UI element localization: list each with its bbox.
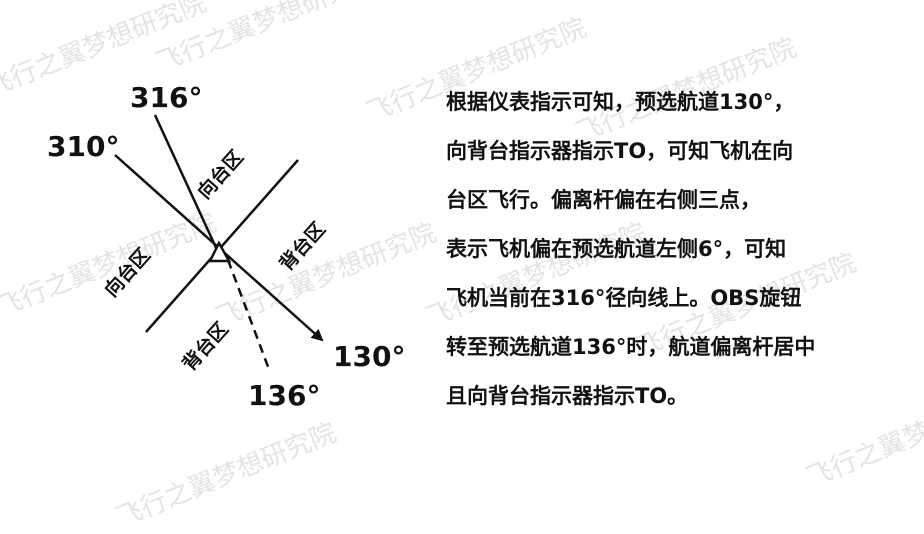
- course-130-label: 130°: [333, 340, 405, 373]
- explanation-text: 根据仪表指示可知，预选航道130°， 向背台指示器指示TO，可知飞机在向 台区飞…: [446, 78, 916, 421]
- to-zone-label-upper: 向台区: [193, 146, 248, 204]
- vor-radial-diagram: 316° 310° 130° 136° 向台区 向台区 背台区 背台区: [47, 81, 405, 412]
- from-zone-label-lower: 背台区: [178, 318, 233, 376]
- radial-316-line: [153, 114, 220, 253]
- explanation-line: 飞机当前在316°径向线上。OBS旋钮: [446, 286, 802, 310]
- explanation-line: 根据仪表指示可知，预选航道130°，: [446, 90, 795, 114]
- explanation-line: 且向背台指示器指示TO。: [446, 384, 689, 408]
- radial-310-label: 310°: [47, 130, 119, 163]
- explanation-line: 台区飞行。偏离杆偏在右侧三点，: [446, 188, 761, 212]
- radial-316-label: 316°: [130, 81, 202, 114]
- explanation-line: 表示飞机偏在预选航道左侧6°，可知: [446, 237, 787, 261]
- explanation-line: 转至预选航道136°时，航道偏离杆居中: [446, 335, 816, 359]
- station-triangle-icon: [207, 240, 232, 263]
- course-136-label: 136°: [248, 379, 320, 412]
- explanation-line: 向背台指示器指示TO，可知飞机在向: [446, 139, 794, 163]
- course-136-dashed-line: [226, 259, 272, 373]
- from-zone-label-right: 背台区: [275, 218, 330, 276]
- to-zone-label-left: 向台区: [100, 244, 155, 302]
